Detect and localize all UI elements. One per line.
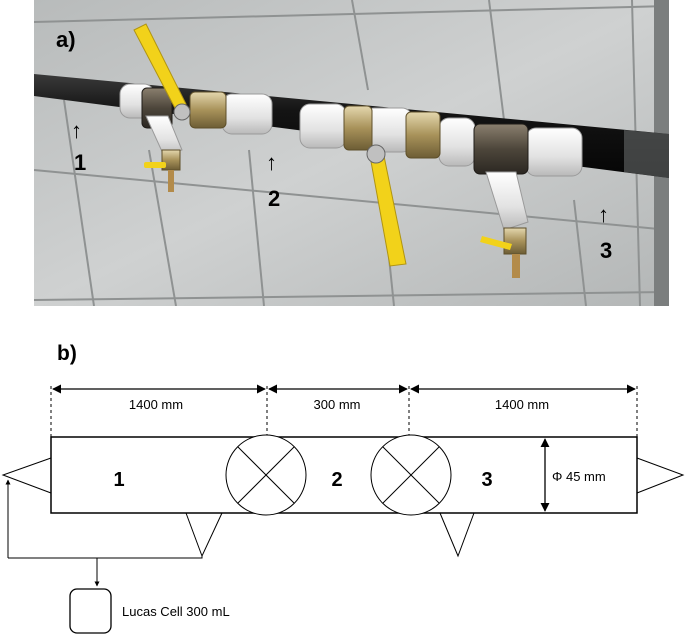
pipe-body bbox=[50, 436, 638, 514]
marker-arrow-1: ↑ bbox=[71, 118, 82, 143]
panel-b-label: b) bbox=[57, 342, 77, 365]
sampling-valve-right bbox=[480, 171, 529, 278]
dimension-extension-lines bbox=[50, 386, 638, 437]
marker-number-2: 2 bbox=[268, 186, 280, 211]
section-number-3: 3 bbox=[481, 469, 492, 491]
marker-number-1: 1 bbox=[74, 150, 86, 175]
valve-symbol-1 bbox=[225, 434, 307, 516]
dimension-lines bbox=[52, 384, 636, 512]
brass-valves bbox=[189, 91, 441, 159]
end-cap-right bbox=[636, 457, 685, 494]
valve-symbol-2 bbox=[370, 434, 452, 516]
marker-number-3: 3 bbox=[600, 238, 612, 263]
section-number-1: 1 bbox=[113, 469, 124, 491]
valve-handle-right bbox=[366, 144, 407, 267]
lucas-cell bbox=[69, 588, 112, 634]
photo-panel: a) ↑ 1 ↑ 2 ↑ 3 bbox=[34, 0, 669, 306]
valve-handle-left bbox=[133, 23, 191, 121]
diagram-panel: b) 1400 mm 300 mm 1400 mm Φ 45 mm 1 2 3 bbox=[0, 306, 685, 639]
sampling-port-1 bbox=[185, 512, 223, 558]
sampling-tubing bbox=[5, 479, 203, 587]
sampling-valve-left bbox=[144, 115, 183, 192]
lucas-cell-label: Lucas Cell 300 mL bbox=[122, 604, 230, 619]
marker-arrow-3: ↑ bbox=[598, 202, 609, 227]
dim-spacing-label: 300 mm bbox=[314, 397, 361, 412]
sampling-port-3 bbox=[439, 512, 475, 558]
marker-arrow-2: ↑ bbox=[266, 150, 277, 175]
dim-section3-label: 1400 mm bbox=[495, 397, 549, 412]
dim-section1-label: 1400 mm bbox=[129, 397, 183, 412]
panel-a-label: a) bbox=[56, 27, 76, 52]
end-cap-left bbox=[1, 457, 52, 494]
section-number-2: 2 bbox=[331, 469, 342, 491]
dim-diameter-label: Φ 45 mm bbox=[552, 469, 606, 484]
